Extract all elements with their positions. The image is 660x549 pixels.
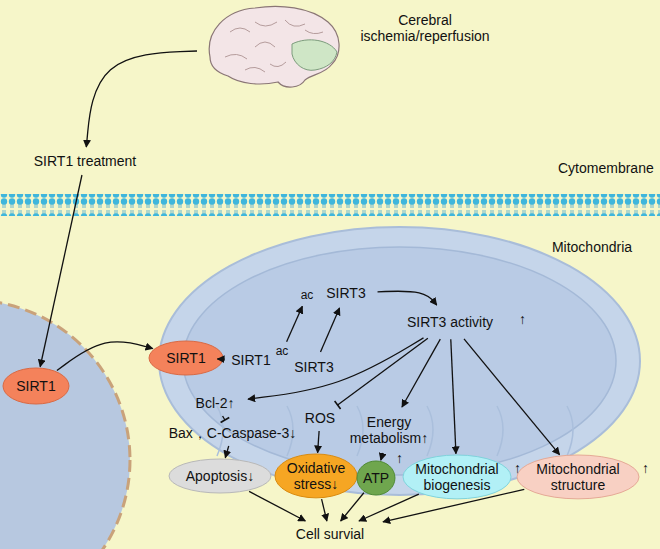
ischemic-region <box>292 40 337 70</box>
trend-arrow: ↑ <box>519 311 526 327</box>
node-text: ac <box>301 289 314 303</box>
node-text: Cerebral ischemia/reperfusion <box>350 12 500 44</box>
node-text: ROS <box>305 410 335 426</box>
node-text: SIRT1 treatment <box>34 153 136 169</box>
gyrus <box>255 22 277 26</box>
gyrus <box>230 28 250 32</box>
node-text: Oxidative stress↓ <box>283 460 349 492</box>
treatment-text: SIRT1 treatment <box>15 150 155 172</box>
factor-text: Energy metabolism↑ <box>346 410 432 450</box>
protein-ellipse: SIRT3 <box>283 352 345 382</box>
nucleus <box>0 300 130 549</box>
node-text: SIRT3 activity <box>407 314 493 330</box>
trend-arrow: ↑ <box>396 450 403 466</box>
outcome-ellipse-fill <box>403 455 511 499</box>
brain-illustration: Cerebral ischemia/reperfusion <box>200 2 345 94</box>
result-text: Cell survial <box>280 524 380 544</box>
node-text: ATP <box>363 470 389 486</box>
protein-ellipse-fill <box>3 368 69 404</box>
protein-ellipse: SIRT1 <box>2 367 70 405</box>
arrow-connector <box>57 342 153 371</box>
trend-arrow: ↑ <box>514 460 521 476</box>
node-text: ac <box>276 345 289 359</box>
acetyl-circle: ac <box>295 285 318 307</box>
node-text: Bax，C-Caspase-3↓ <box>169 425 297 441</box>
node-text: SIRT3 <box>326 285 365 301</box>
protein-ellipse: SIRT1 <box>148 340 224 376</box>
gyrus <box>255 42 275 47</box>
gyrus <box>285 20 305 26</box>
cell-membrane <box>0 194 660 216</box>
outcome-ellipse: Mitochondrial structure <box>516 454 640 500</box>
atp-circle: ATP <box>356 460 396 496</box>
arrow-connector <box>322 499 327 521</box>
arrow-connector <box>217 358 224 360</box>
brain-outline <box>209 6 339 87</box>
node-text: SIRT1 <box>16 378 55 394</box>
node-text: SIRT1 <box>166 350 205 366</box>
gyrus <box>245 67 265 72</box>
node-text: Bcl-2↑ <box>196 395 235 411</box>
atp-circle-fill <box>357 461 395 495</box>
outcome-ellipse: Apoptosis↓ <box>168 458 272 494</box>
outcome-ellipse: Mitochondrial biogenesis <box>402 454 512 500</box>
node-text: Apoptosis↓ <box>186 468 254 484</box>
trend-arrow: ↑ <box>642 460 649 476</box>
protein-ellipse-fill <box>149 341 223 375</box>
arrow-connector <box>341 493 364 521</box>
factor-text: Bax，C-Caspase-3↓ <box>160 423 305 443</box>
node-text: Mitochondrial structure <box>530 461 627 493</box>
outcome-ellipse-fill <box>275 454 357 498</box>
brain-illustration-outline <box>200 2 345 94</box>
membrane-label: Cytomembrane <box>558 160 654 176</box>
factor-text: Bcl-2↑ <box>185 393 245 413</box>
node-text: Energy metabolism↑ <box>346 414 432 446</box>
node-text: SIRT3 <box>294 359 333 375</box>
factor-text: ROS <box>302 408 338 428</box>
outer-membrane <box>159 227 640 495</box>
arrow-connector <box>359 494 419 521</box>
acetyl-circle: ac <box>270 341 293 363</box>
crista <box>497 406 503 456</box>
gyrus <box>305 30 323 34</box>
outcome-ellipse: Oxidative stress↓ <box>274 453 358 499</box>
protein-ellipse: SIRT3 <box>315 278 377 308</box>
arrow-connector <box>40 175 82 367</box>
crista <box>567 406 573 456</box>
node-text: Mitochondrial biogenesis <box>414 461 500 493</box>
node-text: Cell survial <box>296 526 364 542</box>
outcome-ellipse-fill <box>169 459 271 493</box>
node-text: SIRT1 <box>231 352 270 368</box>
gyrus <box>270 62 286 67</box>
node-text: Mitochondria <box>542 239 642 255</box>
arrow-connector <box>86 51 197 147</box>
outcome-ellipse-fill <box>517 455 639 499</box>
activity-ellipse: SIRT3 activity <box>385 305 515 339</box>
protein-ellipse: SIRT1 <box>218 340 284 380</box>
gyrus <box>225 54 247 59</box>
